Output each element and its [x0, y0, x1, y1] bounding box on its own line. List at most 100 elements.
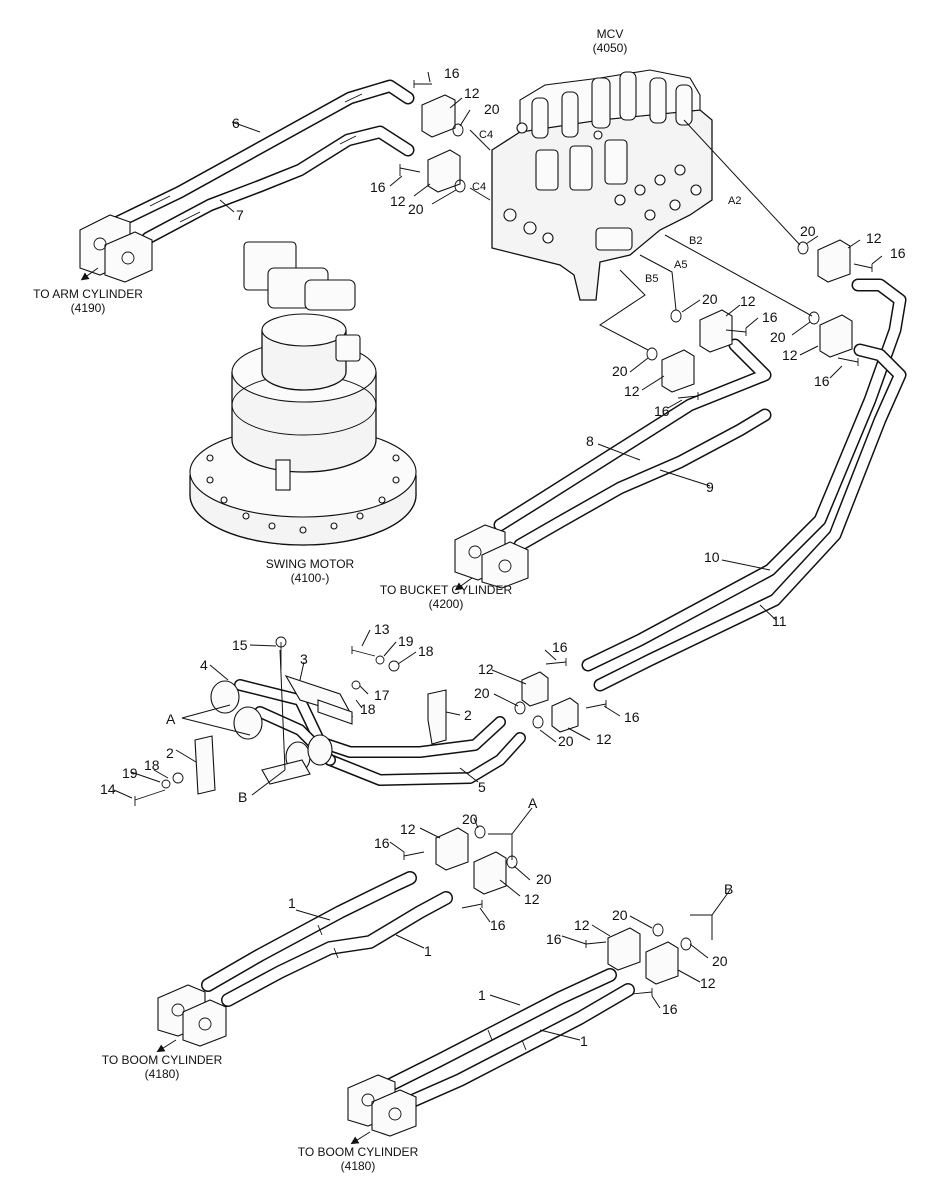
port-b2: B2: [689, 235, 702, 247]
callout-2: 2: [464, 707, 472, 723]
hose-9: [513, 408, 772, 552]
callout-2: 2: [166, 745, 174, 761]
port-a5: A5: [674, 259, 687, 271]
callout-1: 1: [580, 1033, 588, 1049]
bucket-cylinder-caption: TO BUCKET CYLINDER: [380, 583, 513, 597]
callout-12: 12: [782, 347, 798, 363]
callout-6: 6: [232, 115, 240, 131]
port-labels: C4 C4 A2 B2 A5 B5: [472, 129, 741, 285]
callout-16: 16: [624, 709, 640, 725]
bucket-cylinder-code: (4200): [429, 597, 464, 611]
callout-16: 16: [662, 1001, 678, 1017]
callout-12: 12: [624, 383, 640, 399]
hose-6: [111, 79, 415, 229]
callout-12: 12: [390, 193, 406, 209]
callout-12: 12: [596, 731, 612, 747]
port-c4-upper: C4: [479, 129, 493, 141]
callout-19: 19: [122, 765, 138, 781]
direction-arrows: [80, 267, 473, 1145]
callout-20: 20: [612, 907, 628, 923]
callout-4: 4: [200, 657, 208, 673]
hose-1-upper-pair: [201, 871, 453, 1007]
captions: MCV (4050) SWING MOTOR (4100-) TO ARM CY…: [33, 27, 627, 1173]
mcv-caption: MCV: [597, 27, 624, 41]
port-a2: A2: [728, 195, 741, 207]
callout-16: 16: [444, 65, 460, 81]
callout-5: 5: [478, 779, 486, 795]
callout-1: 1: [288, 895, 296, 911]
split-flanges: [421, 94, 853, 985]
callout-14: 14: [100, 781, 116, 797]
callout-12: 12: [464, 85, 480, 101]
marker-a: A: [528, 795, 538, 811]
callout-3: 3: [300, 651, 308, 667]
marker-b: B: [724, 881, 733, 897]
callout-12: 12: [866, 230, 882, 246]
callout-9: 9: [706, 479, 714, 495]
marker-b: B: [238, 789, 247, 805]
callout-19: 19: [398, 633, 414, 649]
port-leader-lines: [469, 119, 813, 351]
callout-12: 12: [400, 821, 416, 837]
callout-18: 18: [360, 701, 376, 717]
callout-20: 20: [484, 101, 500, 117]
callout-12: 12: [740, 293, 756, 309]
flange-arm-cylinder: [79, 214, 153, 283]
o-rings: [452, 123, 820, 951]
callout-20: 20: [408, 201, 424, 217]
hose-7: [141, 125, 415, 245]
port-c4-lower: C4: [472, 181, 486, 193]
mcv-code: (4050): [593, 41, 628, 55]
callout-11: 11: [772, 613, 787, 629]
callout-18: 18: [144, 757, 160, 773]
callout-20: 20: [536, 871, 552, 887]
callout-8: 8: [586, 433, 594, 449]
callout-1: 1: [424, 943, 432, 959]
callout-20: 20: [800, 223, 816, 239]
flange-bucket-cylinder: [454, 524, 529, 589]
callout-20: 20: [712, 953, 728, 969]
callout-16: 16: [762, 309, 778, 325]
callout-16: 16: [546, 931, 562, 947]
boom-cylinder-code-1: (4180): [145, 1067, 180, 1081]
callout-20: 20: [612, 363, 628, 379]
callout-16: 16: [814, 373, 830, 389]
callout-20: 20: [702, 291, 718, 307]
boom-cylinder-code-2: (4180): [341, 1159, 376, 1173]
port-b5: B5: [645, 273, 658, 285]
callout-leaders: [113, 71, 883, 1041]
callout-12: 12: [478, 661, 494, 677]
hose-8: [493, 338, 772, 532]
callout-20: 20: [462, 811, 478, 827]
callout-12: 12: [700, 975, 716, 991]
callout-10: 10: [704, 549, 720, 565]
callout-numbers: 16 12 20 16 12 20 6 7 20 12 16 20 12 16 …: [100, 65, 906, 1049]
hose-11: [593, 343, 907, 692]
callout-12: 12: [574, 917, 590, 933]
swing-motor-code: (4100-): [291, 571, 330, 585]
callout-13: 13: [374, 621, 390, 637]
marker-a: A: [166, 711, 176, 727]
callout-20: 20: [558, 733, 574, 749]
hose-1-lower-pair: [383, 968, 635, 1109]
clamp-bracket-assembly: [161, 655, 447, 795]
boom-cylinder-caption-1: TO BOOM CYLINDER: [102, 1053, 223, 1067]
callout-15: 15: [232, 637, 248, 653]
callout-16: 16: [552, 639, 568, 655]
callout-7: 7: [236, 207, 244, 223]
mcv-valve-block: [491, 69, 713, 301]
callout-16: 16: [374, 835, 390, 851]
callout-12: 12: [524, 891, 540, 907]
callout-20: 20: [770, 329, 786, 345]
swing-motor: [189, 241, 417, 546]
hose-10: [581, 278, 907, 672]
boom-cylinder-caption-2: TO BOOM CYLINDER: [298, 1145, 419, 1159]
flange-boom-cylinder-2: [347, 1074, 417, 1137]
callout-16: 16: [890, 245, 906, 261]
arm-cylinder-code: (4190): [71, 301, 106, 315]
flange-boom-cylinder-1: [157, 984, 227, 1047]
callout-1: 1: [478, 987, 486, 1003]
swing-motor-caption: SWING MOTOR: [266, 557, 355, 571]
callout-16: 16: [490, 917, 506, 933]
callout-17: 17: [374, 687, 390, 703]
